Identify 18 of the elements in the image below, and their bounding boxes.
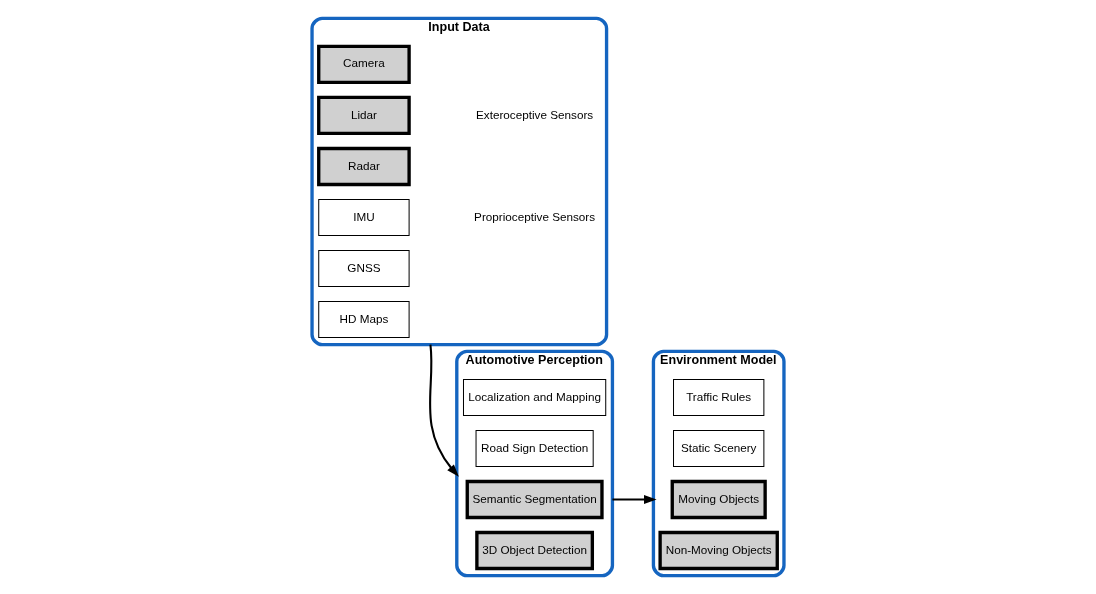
label: Exteroceptive Sensors [476,107,594,121]
node-box: Lidar [317,95,411,136]
node-box: Non-Moving Objects [658,530,779,571]
node-box: Road Sign Detection [475,429,594,467]
node-box: Moving Objects [670,479,767,520]
node-box: 3D Object Detection [475,530,595,571]
node-box: Traffic Rules [673,378,765,416]
label: Proprioceptive Sensors [474,209,596,223]
node-box: HD Maps [318,301,410,339]
arrow [428,344,459,477]
node-box: Camera [317,44,411,85]
node-box: Static Scenery [673,429,765,467]
arrow [612,495,657,504]
node-box: Localization and Mapping [463,378,607,416]
node-box: IMU [318,199,410,236]
node-box: Semantic Segmentation [465,479,604,520]
node-box: GNSS [318,250,410,288]
node-box: Radar [317,146,411,187]
